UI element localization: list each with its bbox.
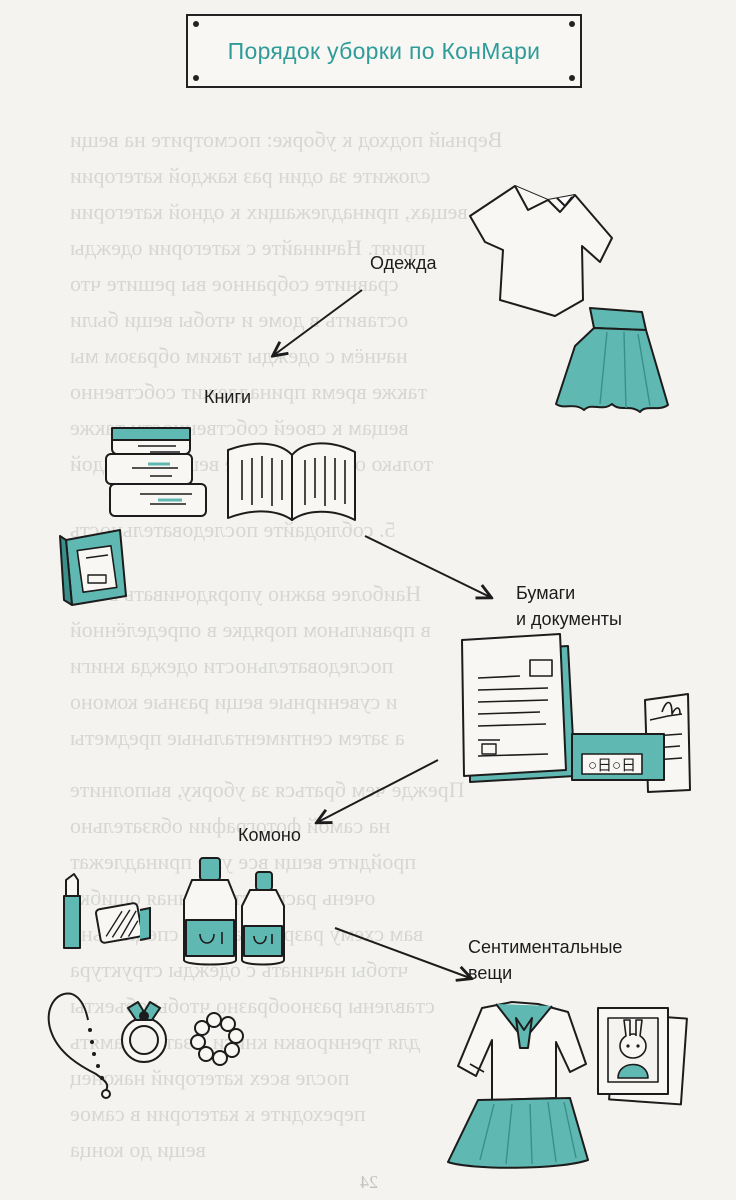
compact-icon: [95, 902, 151, 944]
arrow-icon: [334, 927, 470, 978]
label-komono: Комоно: [238, 825, 301, 845]
label-papers: Бумаги и документы: [516, 580, 622, 632]
skirt-icon: [555, 307, 669, 413]
rivet: [569, 21, 575, 27]
ring-icon: [121, 1001, 167, 1063]
open-book-icon: [227, 442, 356, 521]
label-sentimental-line1: Сентиментальные: [468, 937, 623, 957]
photo-frame-icon: [597, 1007, 688, 1106]
page-number: 24: [360, 1172, 378, 1192]
label-sentimental: Сентиментальные вещи: [468, 934, 622, 986]
label-papers-line1: Бумаги: [516, 583, 576, 603]
closed-book-icon: [59, 529, 127, 606]
bracelet-icon: [190, 1012, 244, 1066]
bottle-icon: [183, 857, 237, 966]
label-papers-line2: и документы: [516, 609, 622, 629]
lipstick-icon: [63, 873, 81, 949]
bottle-icon: [241, 871, 285, 966]
uniform-icon: [447, 1001, 589, 1169]
arrow-icon: [364, 535, 490, 597]
rivet: [193, 21, 199, 27]
svg-text:○日○日: ○日○日: [588, 757, 636, 774]
title-plaque: Порядок уборки по КонМари: [186, 14, 582, 88]
book-stack-icon: [105, 427, 207, 517]
document-icon: [461, 633, 576, 783]
rivet: [569, 75, 575, 81]
label-books: Книги: [204, 387, 252, 407]
page-title: Порядок уборки по КонМари: [227, 37, 541, 64]
label-sentimental-line2: вещи: [468, 963, 513, 983]
card-icon: ○日○日: [571, 693, 691, 793]
necklace-icon: [47, 992, 111, 1099]
label-clothes: Одежда: [370, 253, 437, 273]
arrow-icon: [274, 289, 363, 355]
arrow-icon: [318, 759, 439, 822]
shirt-icon: [469, 185, 613, 317]
rivet: [193, 75, 199, 81]
